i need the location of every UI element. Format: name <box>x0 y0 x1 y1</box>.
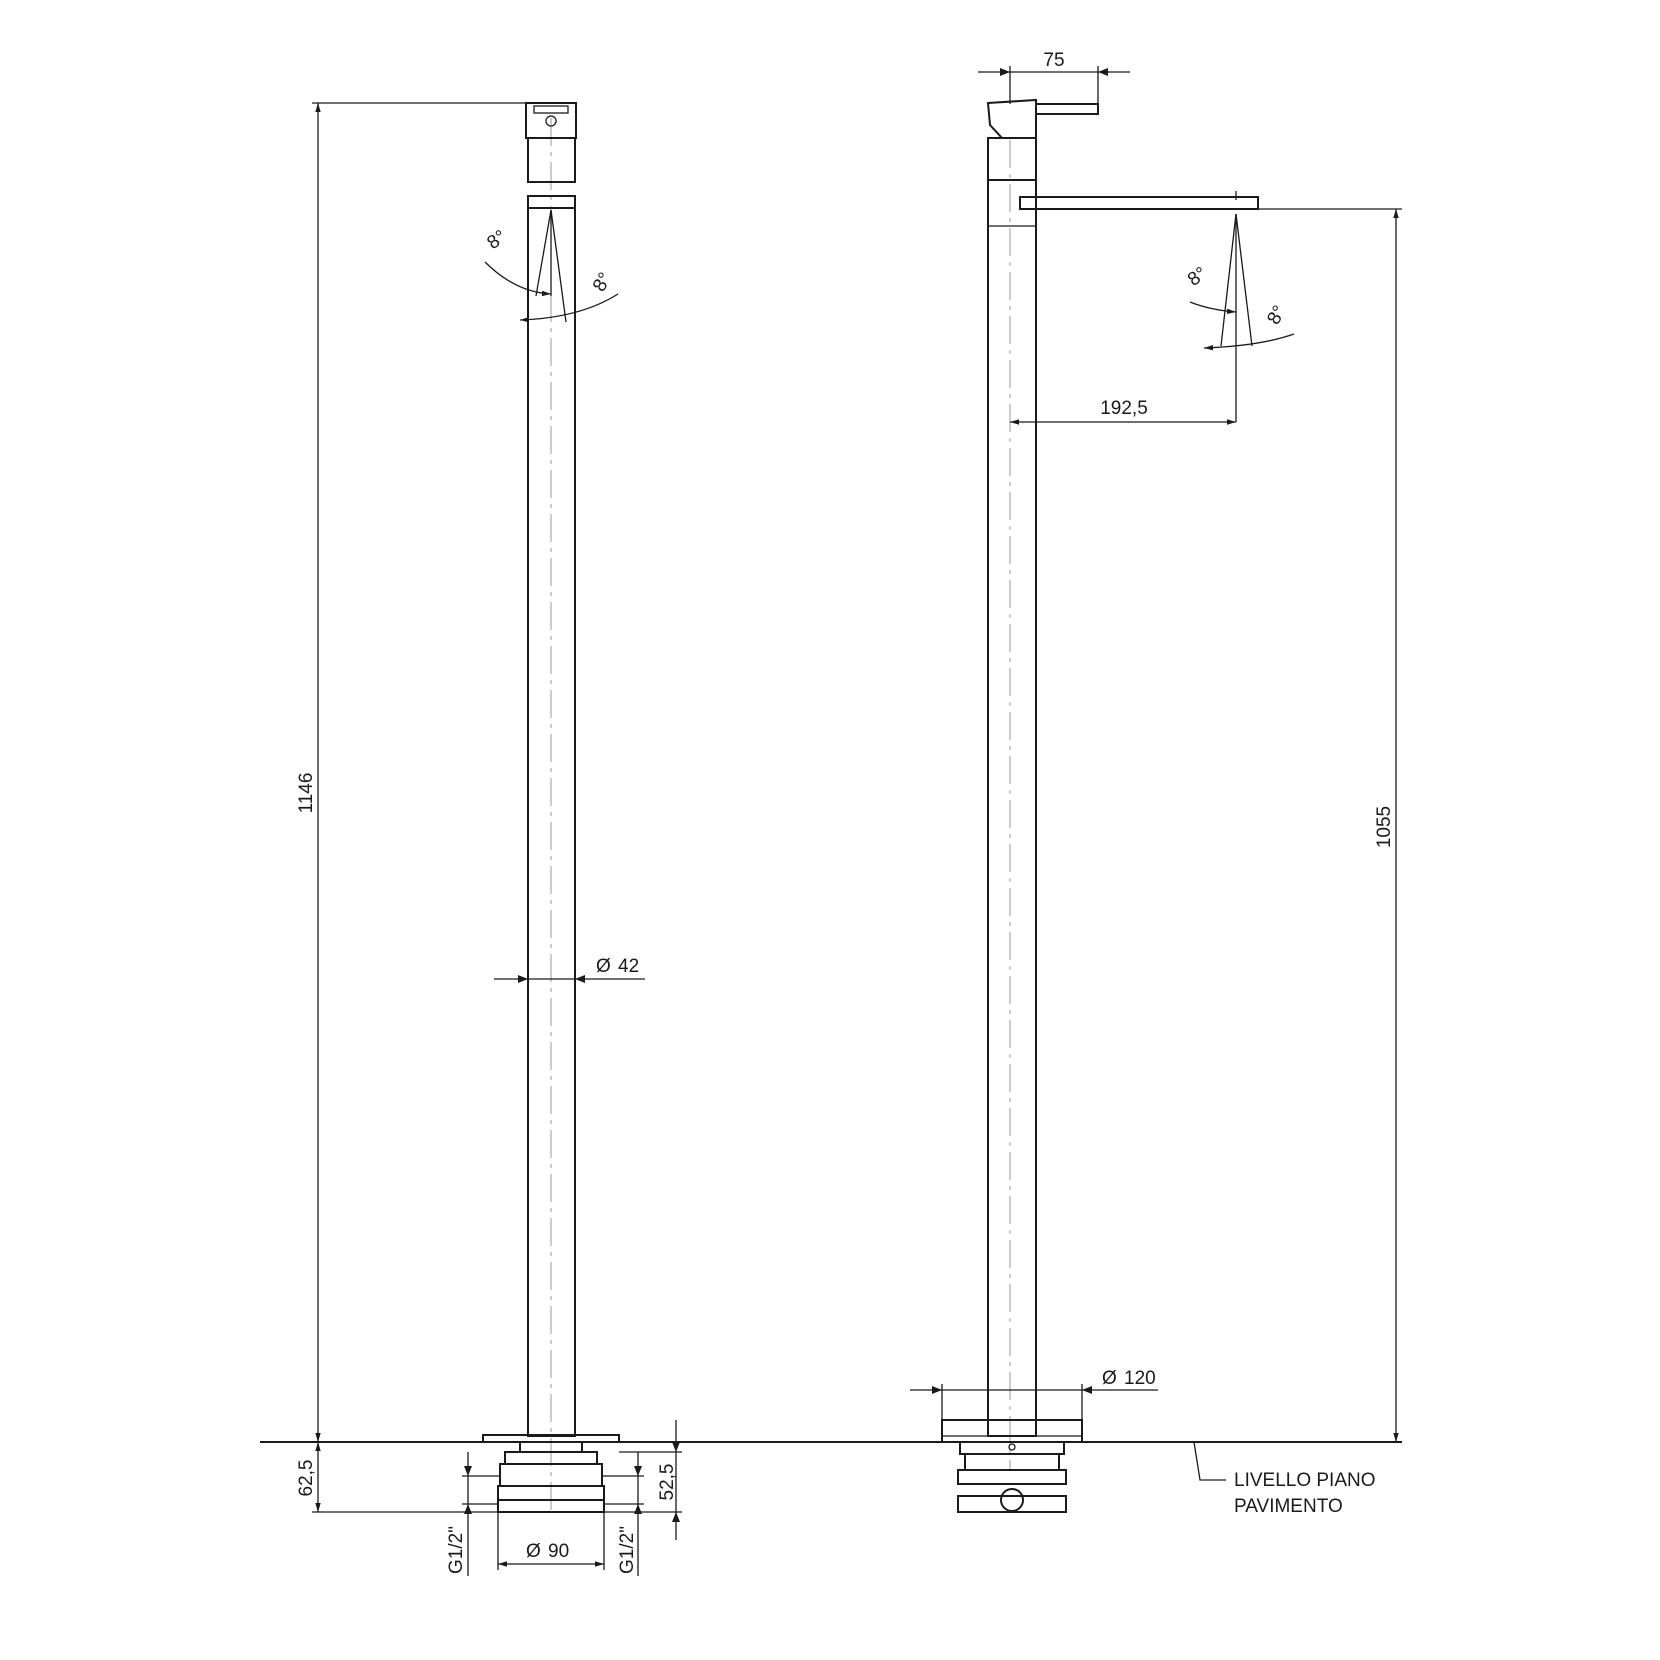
side-flange-diameter-symbol: Ø <box>1102 1368 1117 1389</box>
front-pipe-diameter-label: 42 <box>618 956 639 977</box>
side-flange-arrow-right <box>1082 1386 1092 1394</box>
floor-note-leader <box>1193 1441 1226 1481</box>
front-angle-label-right: 8° <box>589 269 616 295</box>
front-connector-arrow-top <box>672 1442 680 1452</box>
side-connector-base <box>957 1495 1067 1513</box>
side-lever-label: 75 <box>1043 50 1064 71</box>
floor-note: LIVELLO PIANO PAVIMENTO <box>1193 1441 1376 1517</box>
side-flange-diameter-label: 120 <box>1124 1368 1156 1389</box>
side-reach-label: 192,5 <box>1100 398 1148 419</box>
front-thread-right-arrow-top <box>634 1466 642 1476</box>
side-flange <box>941 1419 1083 1443</box>
front-depth-label: 62,5 <box>296 1460 317 1497</box>
front-connector-base <box>497 1499 605 1513</box>
front-height-label: 1146 <box>296 773 317 814</box>
front-base-diameter-symbol: Ø <box>526 1541 541 1562</box>
front-connector-label: 52,5 <box>657 1464 678 1501</box>
front-thread-right-arrow-bottom <box>634 1504 642 1514</box>
side-lever-head <box>986 98 1037 139</box>
side-connector-nut <box>1000 1488 1024 1512</box>
side-connector-mid <box>964 1453 1060 1471</box>
side-angle-arc-left <box>1189 301 1237 315</box>
front-head-hole <box>545 115 557 127</box>
front-pipe-diameter-symbol: Ø <box>596 956 611 977</box>
side-spray-left <box>1220 213 1237 347</box>
side-flange-arrow-left <box>932 1386 942 1394</box>
side-spout-height-label: 1055 <box>1374 806 1395 848</box>
front-pipe-arrow-right <box>575 975 585 983</box>
floor-note-line1: LIVELLO PIANO <box>1234 1470 1376 1491</box>
floor-note-line2: PAVIMENTO <box>1234 1496 1343 1517</box>
side-lever-arrow-left <box>1000 68 1010 76</box>
front-pipe-arrow-left <box>518 975 528 983</box>
side-lever-arm <box>1036 103 1099 115</box>
front-angle-label-left: 8° <box>483 226 510 254</box>
front-thread-left-arrow-bottom <box>464 1504 472 1514</box>
front-angle-arc-right <box>519 293 619 323</box>
front-thread-left-arrow-top <box>464 1466 472 1476</box>
front-thread-left-label: G1/2" <box>446 1526 467 1574</box>
front-spray-right <box>550 209 567 323</box>
front-view: 8° 8° 1146 62,5 Ø 42 52,5 G1/2" <box>296 102 682 1576</box>
front-connector-arrow-bottom <box>672 1512 680 1522</box>
side-angle-label-right: 8° <box>1263 302 1290 328</box>
side-spout <box>1019 196 1259 210</box>
side-spray-right <box>1235 213 1253 347</box>
side-angle-label-left: 8° <box>1184 263 1211 291</box>
side-lever-arrow-right <box>1098 68 1108 76</box>
side-connector-ring <box>957 1469 1067 1485</box>
front-angle-arc-left <box>484 261 552 297</box>
side-column <box>987 179 1037 1437</box>
front-base-diameter-label: 90 <box>548 1541 569 1562</box>
side-view: 8° 8° 75 192,5 1055 Ø 120 <box>910 50 1402 1513</box>
side-connector-hole <box>1008 1443 1016 1451</box>
front-thread-right-label: G1/2" <box>617 1526 638 1574</box>
front-head-slot <box>533 105 569 114</box>
side-handle-body <box>987 137 1037 181</box>
side-angle-arc-right <box>1203 333 1295 351</box>
front-spray-left <box>535 209 552 297</box>
